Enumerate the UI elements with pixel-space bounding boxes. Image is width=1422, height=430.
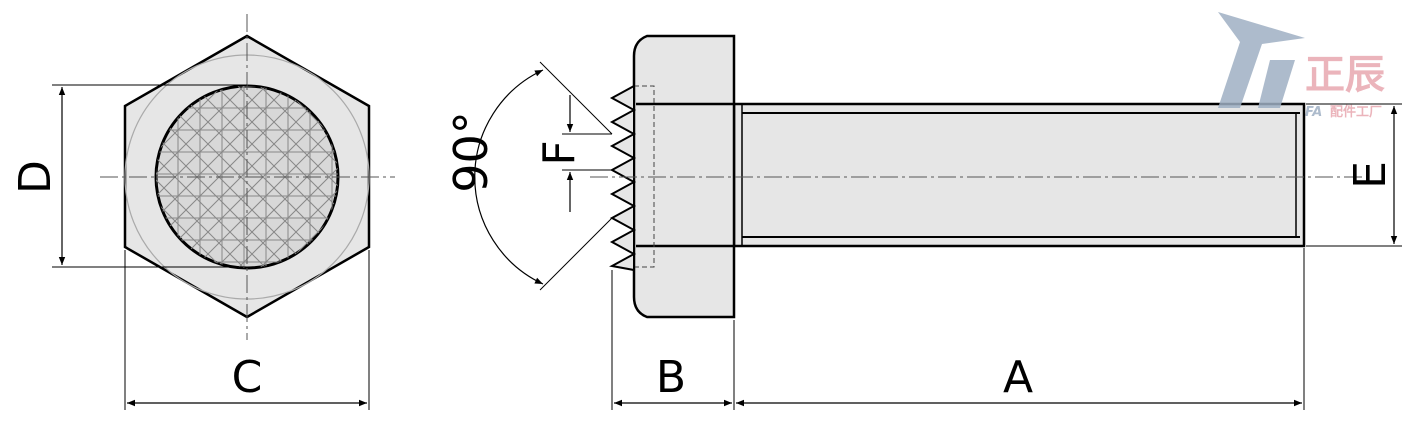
knurl-line: [156, 86, 245, 268]
dimension-angle: 90°: [444, 61, 613, 291]
logo-mark-accent: [1258, 60, 1295, 108]
dimension-c: C: [124, 250, 370, 410]
hidden-face-outline: [633, 85, 655, 268]
knurl-line: [156, 86, 245, 268]
label-b: B: [656, 352, 686, 403]
knurl-line: [259, 86, 338, 268]
knurl-line: [156, 86, 223, 268]
logo-tagline-text: 配件工厂: [1330, 104, 1382, 120]
logo-mark-icon: [1218, 12, 1305, 108]
dimension-b: B: [611, 270, 735, 410]
knurl-line: [281, 86, 338, 268]
serrated-teeth: [609, 84, 637, 272]
label-angle: 90°: [444, 111, 498, 193]
dimension-a: A: [736, 248, 1305, 410]
label-a: A: [1003, 352, 1033, 403]
logo-brand-text: 正辰: [1305, 52, 1385, 98]
knurl-line: [237, 86, 338, 268]
brand-logo: 正辰 FA 配件工厂: [1218, 12, 1385, 120]
hex-end-view: [100, 14, 395, 340]
knurl-line: [156, 86, 223, 268]
bolt-side-view: [590, 34, 1365, 319]
label-d: D: [10, 160, 61, 194]
label-e: E: [1345, 161, 1396, 189]
dimension-f: F: [534, 95, 612, 212]
dimension-e: E: [1306, 103, 1402, 247]
knurl-line: [281, 86, 338, 268]
dimension-d: D: [10, 84, 247, 268]
shank: [732, 102, 1306, 248]
logo-fa-text: FA: [1305, 105, 1322, 120]
label-f: F: [534, 140, 585, 165]
knurl-line: [259, 86, 338, 268]
label-c: C: [232, 352, 263, 403]
